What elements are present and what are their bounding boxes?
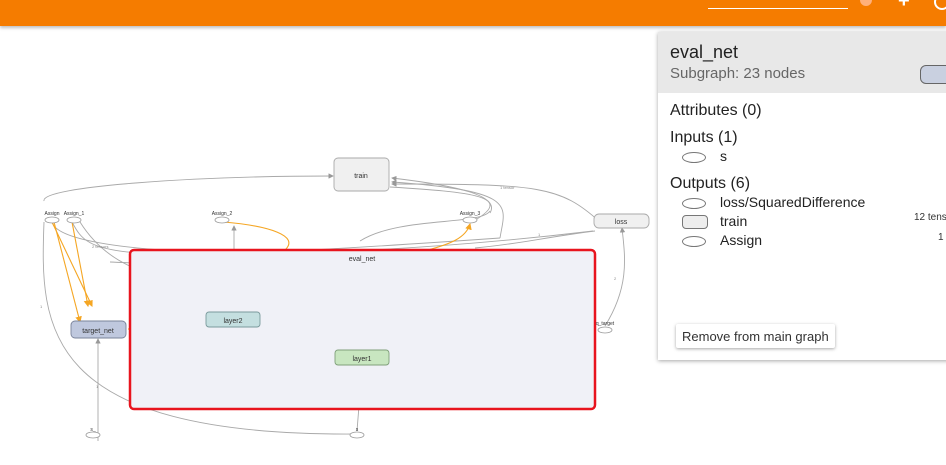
ref-edges — [51, 221, 472, 333]
rect-icon — [682, 215, 708, 229]
target-net-label: target_net — [82, 328, 114, 335]
loss-label: loss — [615, 219, 628, 226]
assign-2-label: Assign_2 — [212, 211, 233, 217]
train-box[interactable] — [333, 157, 390, 192]
output-edge-info: 1 — [938, 232, 944, 243]
info-card-header: eval_net Subgraph: 23 nodes — [658, 32, 946, 93]
graph-canvas[interactable]: 2 tensors 2 tensors reference 1 1 2 2 te… — [0, 26, 660, 465]
node-s-bottom[interactable]: s — [349, 427, 365, 439]
node-layer1[interactable]: layer1 — [334, 349, 390, 366]
target-net-box[interactable] — [70, 320, 127, 339]
node-layer2[interactable]: layer2 — [205, 311, 261, 328]
s-left-label: s_ — [90, 427, 96, 433]
svg-text:1 tensor: 1 tensor — [500, 185, 515, 190]
svg-text:2 tensors: 2 tensors — [92, 244, 108, 249]
node-target-net[interactable]: target_net — [70, 320, 127, 339]
node-train[interactable]: train — [333, 157, 390, 192]
attributes-header: Attributes (0) — [670, 102, 762, 119]
assign-2-ellipse[interactable] — [214, 216, 230, 224]
s-bottom-label: s — [356, 427, 359, 433]
output-edge-info: 12 tens — [914, 212, 946, 223]
panel-subtitle: Subgraph: 23 nodes — [670, 65, 806, 82]
q-target-label: q_target — [596, 321, 615, 327]
ellipse-icon — [682, 236, 706, 247]
train-label: train — [354, 173, 368, 180]
layer2-label: layer2 — [223, 318, 242, 325]
node-assign-3[interactable]: Assign_3 — [460, 211, 481, 224]
expand-button[interactable] — [920, 65, 946, 84]
assign-ellipse[interactable] — [44, 216, 60, 224]
node-assign-1[interactable]: Assign_1 — [64, 211, 85, 224]
assign-1-ellipse[interactable] — [66, 216, 82, 224]
node-assign-2[interactable]: Assign_2 — [212, 211, 233, 224]
outputs-header: Outputs (6) — [670, 175, 751, 192]
svg-text:1: 1 — [96, 384, 99, 389]
svg-text:1: 1 — [538, 232, 541, 237]
ellipse-icon — [682, 198, 706, 209]
q-target-ellipse[interactable] — [597, 326, 613, 334]
node-q-target[interactable]: q_target — [596, 321, 615, 334]
status-dot-icon — [860, 0, 872, 6]
assign-3-ellipse[interactable] — [462, 216, 478, 224]
plus-icon[interactable]: + — [898, 0, 910, 12]
top-toolbar: + — [0, 0, 946, 26]
node-loss[interactable]: loss — [593, 213, 650, 229]
eval-net-box[interactable] — [128, 248, 597, 411]
search-input[interactable] — [708, 8, 848, 9]
assign-label: Assign — [44, 211, 59, 217]
input-label: s — [720, 148, 727, 164]
output-label: Assign — [720, 232, 763, 248]
svg-text:2: 2 — [614, 276, 617, 281]
assign-1-label: Assign_1 — [64, 211, 85, 217]
node-s-left[interactable]: s_ — [85, 427, 101, 439]
svg-text:1: 1 — [40, 304, 43, 309]
eval-net-label: eval_net — [349, 256, 376, 263]
output-label: train — [720, 213, 748, 229]
remove-from-main-graph-button[interactable]: Remove from main graph — [676, 324, 835, 348]
layer1-label: layer1 — [352, 356, 371, 363]
s-left-ellipse[interactable] — [85, 431, 101, 439]
node-assign[interactable]: Assign — [44, 211, 60, 224]
info-card: eval_net Subgraph: 23 nodes Attributes (… — [658, 32, 946, 360]
inputs-header: Inputs (1) — [670, 129, 738, 146]
settings-icon[interactable] — [934, 0, 946, 10]
layer1-box[interactable] — [334, 349, 390, 366]
s-bottom-ellipse[interactable] — [349, 431, 365, 439]
panel-title: eval_net — [670, 42, 739, 62]
assign-3-label: Assign_3 — [460, 211, 481, 217]
ellipse-icon — [682, 152, 706, 163]
layer2-box[interactable] — [205, 311, 261, 328]
eval-net-subgraph[interactable]: eval_net — [128, 248, 597, 411]
output-label: loss/SquaredDifference — [720, 194, 866, 210]
loss-box[interactable] — [593, 213, 650, 229]
